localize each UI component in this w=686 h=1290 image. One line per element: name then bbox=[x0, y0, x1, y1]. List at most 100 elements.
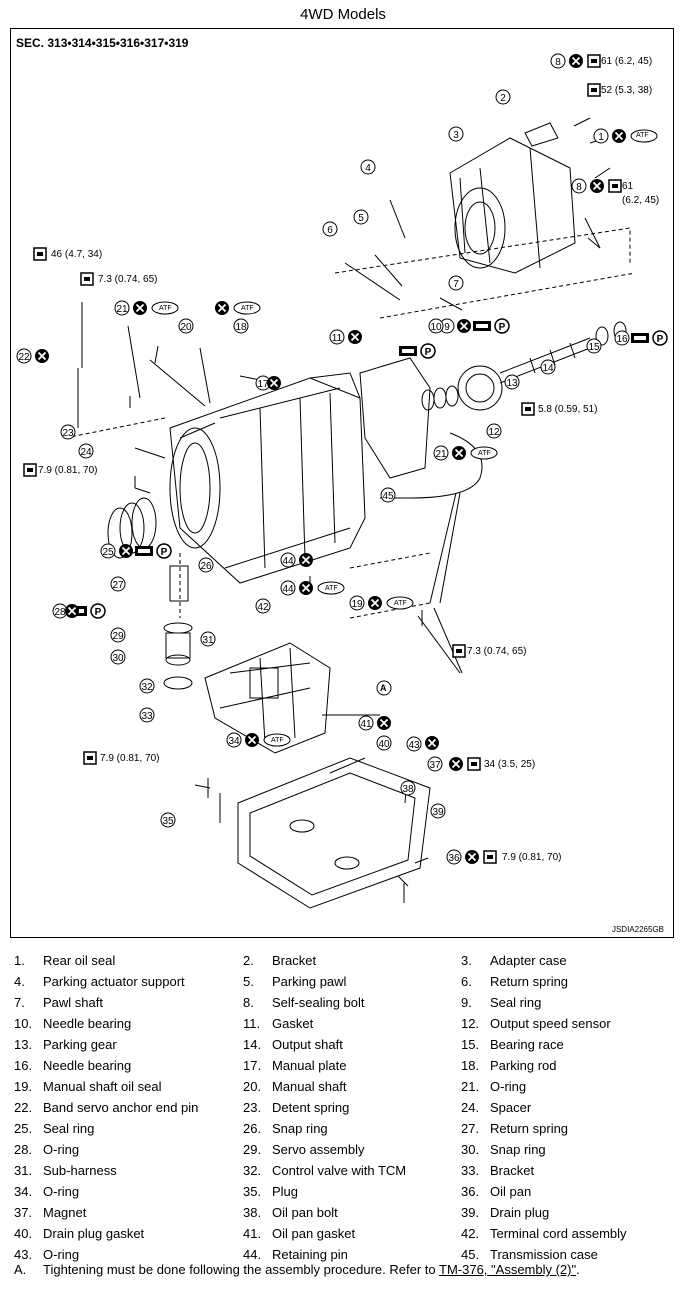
part-name: Parking pawl bbox=[272, 974, 347, 989]
part-number: 13. bbox=[14, 1037, 33, 1052]
svg-text:16: 16 bbox=[616, 334, 628, 345]
svg-text:31: 31 bbox=[202, 635, 214, 646]
svg-text:23: 23 bbox=[62, 428, 74, 439]
note-text: Tightening must be done following the as… bbox=[43, 1262, 440, 1277]
svg-text:8: 8 bbox=[555, 57, 561, 68]
part-name: Band servo anchor end pin bbox=[43, 1100, 199, 1115]
part-name: Gasket bbox=[272, 1016, 314, 1031]
svg-text:37: 37 bbox=[429, 760, 441, 771]
svg-text:26: 26 bbox=[200, 561, 212, 572]
assembly-reference-link[interactable]: TM-376, "Assembly (2)" bbox=[439, 1262, 577, 1277]
part-name: Needle bearing bbox=[43, 1058, 132, 1073]
part-number: 43. bbox=[14, 1247, 33, 1262]
svg-text:7: 7 bbox=[453, 279, 459, 290]
parts-row: 7.Pawl shaft 8.Self-sealing bolt 9.Seal … bbox=[0, 993, 686, 1013]
svg-text:18: 18 bbox=[235, 322, 247, 333]
part-name: Detent spring bbox=[272, 1100, 350, 1115]
svg-text:41: 41 bbox=[360, 719, 372, 730]
part-number: 4. bbox=[14, 974, 25, 989]
svg-text:1: 1 bbox=[598, 132, 604, 143]
part-name: Pawl shaft bbox=[43, 995, 103, 1010]
svg-text:33: 33 bbox=[141, 711, 153, 722]
part-number: 45. bbox=[461, 1247, 480, 1262]
parts-row: 16.Needle bearing 17.Manual plate 18.Par… bbox=[0, 1056, 686, 1076]
part-number: 21. bbox=[461, 1079, 480, 1094]
parts-row: 31.Sub-harness 32.Control valve with TCM… bbox=[0, 1161, 686, 1181]
part-number: 14. bbox=[243, 1037, 262, 1052]
svg-text:12: 12 bbox=[488, 427, 500, 438]
part-name: Seal ring bbox=[43, 1121, 95, 1136]
parts-row: 37.Magnet 38.Oil pan bolt 39.Drain plug bbox=[0, 1203, 686, 1223]
torque-callout: 7.3 (0.74, 65) bbox=[467, 646, 527, 657]
part-name: Terminal cord assembly bbox=[490, 1226, 627, 1241]
svg-text:21: 21 bbox=[435, 449, 447, 460]
svg-text:13: 13 bbox=[506, 378, 518, 389]
part-number: 44. bbox=[243, 1247, 262, 1262]
note-letter: A. bbox=[14, 1262, 27, 1277]
svg-text:44: 44 bbox=[282, 584, 294, 595]
part-name: Return spring bbox=[490, 974, 569, 989]
parts-row: 1.Rear oil seal 2.Bracket 3.Adapter case bbox=[0, 951, 686, 971]
part-number: 38. bbox=[243, 1205, 262, 1220]
part-number: 20. bbox=[243, 1079, 262, 1094]
svg-text:20: 20 bbox=[180, 322, 192, 333]
assembly-note: A. Tightening must be done following the … bbox=[14, 1262, 580, 1277]
part-number: 22. bbox=[14, 1100, 33, 1115]
part-name: Spacer bbox=[490, 1100, 532, 1115]
part-number: 12. bbox=[461, 1016, 480, 1031]
part-name: Adapter case bbox=[490, 953, 567, 968]
part-number: 11. bbox=[243, 1016, 261, 1031]
part-number: 9. bbox=[461, 995, 472, 1010]
svg-text:9: 9 bbox=[444, 322, 450, 333]
svg-text:24: 24 bbox=[80, 447, 92, 458]
svg-text:27: 27 bbox=[112, 580, 124, 591]
part-name: Manual shaft oil seal bbox=[43, 1079, 162, 1094]
torque-callout: 34 (3.5, 25) bbox=[484, 759, 536, 770]
part-name: Control valve with TCM bbox=[272, 1163, 407, 1178]
part-name: Sub-harness bbox=[43, 1163, 117, 1178]
torque-callout: (6.2, 45) bbox=[622, 195, 660, 206]
exploded-view-diagram: P bbox=[16, 53, 668, 909]
svg-text:43: 43 bbox=[408, 740, 420, 751]
svg-text:14: 14 bbox=[542, 363, 554, 374]
part-name: Bearing race bbox=[490, 1037, 564, 1052]
svg-text:8: 8 bbox=[576, 182, 582, 193]
svg-text:19: 19 bbox=[351, 599, 363, 610]
part-name: Seal ring bbox=[490, 995, 542, 1010]
svg-text:11: 11 bbox=[332, 333, 343, 344]
note-a-marker: A bbox=[380, 683, 387, 693]
svg-text:4: 4 bbox=[365, 163, 371, 174]
note-end: . bbox=[576, 1262, 580, 1277]
part-number: 34. bbox=[14, 1184, 33, 1199]
part-number: 37. bbox=[14, 1205, 33, 1220]
part-name: Manual plate bbox=[272, 1058, 347, 1073]
image-code: JSDIA2265GB bbox=[611, 925, 664, 934]
part-name: Transmission case bbox=[490, 1247, 598, 1262]
section-label: SEC. 313•314•315•316•317•319 bbox=[16, 36, 189, 50]
part-name: Bracket bbox=[272, 953, 317, 968]
torque-callout: 61 (6.2, 45) bbox=[601, 56, 653, 67]
parts-row: 43.O-ring 44.Retaining pin 45.Transmissi… bbox=[0, 1245, 686, 1265]
torque-callout: 7.9 (0.81, 70) bbox=[38, 465, 98, 476]
svg-text:10: 10 bbox=[430, 322, 442, 333]
part-number: 30. bbox=[461, 1142, 480, 1157]
svg-text:44: 44 bbox=[282, 556, 294, 567]
svg-text:39: 39 bbox=[432, 807, 444, 818]
svg-text:34: 34 bbox=[228, 736, 240, 747]
svg-text:2: 2 bbox=[500, 93, 506, 104]
atf-callout: ATF bbox=[325, 585, 338, 592]
part-number: 3. bbox=[461, 953, 472, 968]
parts-row: 25.Seal ring 26.Snap ring 27.Return spri… bbox=[0, 1119, 686, 1139]
part-name: Retaining pin bbox=[272, 1247, 348, 1262]
svg-text:25: 25 bbox=[102, 547, 114, 558]
part-number: 8. bbox=[243, 995, 254, 1010]
torque-callout: 61 bbox=[622, 181, 634, 192]
parts-row: 10.Needle bearing 11.Gasket 12.Output sp… bbox=[0, 1014, 686, 1034]
part-name: Parking rod bbox=[490, 1058, 557, 1073]
torque-callout: 7.9 (0.81, 70) bbox=[100, 753, 160, 764]
parts-row: 34.O-ring 35.Plug 36.Oil pan bbox=[0, 1182, 686, 1202]
parts-row: 19.Manual shaft oil seal 20.Manual shaft… bbox=[0, 1077, 686, 1097]
part-number: 39. bbox=[461, 1205, 480, 1220]
part-number: 35. bbox=[243, 1184, 262, 1199]
parts-row: 4.Parking actuator support 5.Parking paw… bbox=[0, 972, 686, 992]
